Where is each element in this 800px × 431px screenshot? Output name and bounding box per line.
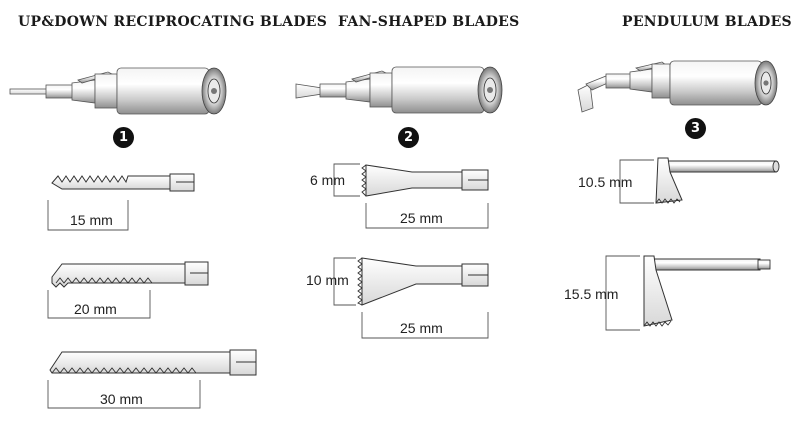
- dimension-label: 15 mm: [70, 212, 113, 228]
- dimension-label: 20 mm: [74, 301, 117, 317]
- blade-fan-10mm: [333, 257, 489, 339]
- handpiece-fan-shaped: [295, 66, 503, 114]
- dimension-label: 15.5 mm: [564, 286, 619, 302]
- dimension-label: 10 mm: [306, 272, 349, 288]
- blade-reciprocating-15mm: [47, 173, 195, 231]
- section-number-badge: 1: [113, 127, 134, 148]
- section-title-pendulum: PENDULUM BLADES: [622, 14, 792, 30]
- dimension-label: 25 mm: [400, 320, 443, 336]
- dimension-label: 30 mm: [100, 391, 143, 407]
- dimension-label: 10.5 mm: [578, 174, 633, 190]
- dimension-label: 6 mm: [310, 172, 345, 188]
- section-number-badge: 3: [685, 118, 706, 139]
- dimension-label: 25 mm: [400, 210, 443, 226]
- section-title-fan-shaped: FAN-SHAPED BLADES: [338, 14, 520, 30]
- blade-pendulum-15-5mm: [605, 255, 771, 331]
- section-title-reciprocating: UP&DOWN RECIPROCATING BLADES: [18, 14, 328, 30]
- handpiece-reciprocating: [9, 67, 227, 115]
- section-number-badge: 2: [398, 127, 419, 148]
- handpiece-pendulum: [577, 60, 778, 113]
- blade-fan-6mm: [333, 163, 489, 229]
- blade-reciprocating-20mm: [47, 261, 209, 319]
- blade-pendulum-10-5mm: [619, 157, 780, 204]
- blade-reciprocating-30mm: [47, 349, 257, 409]
